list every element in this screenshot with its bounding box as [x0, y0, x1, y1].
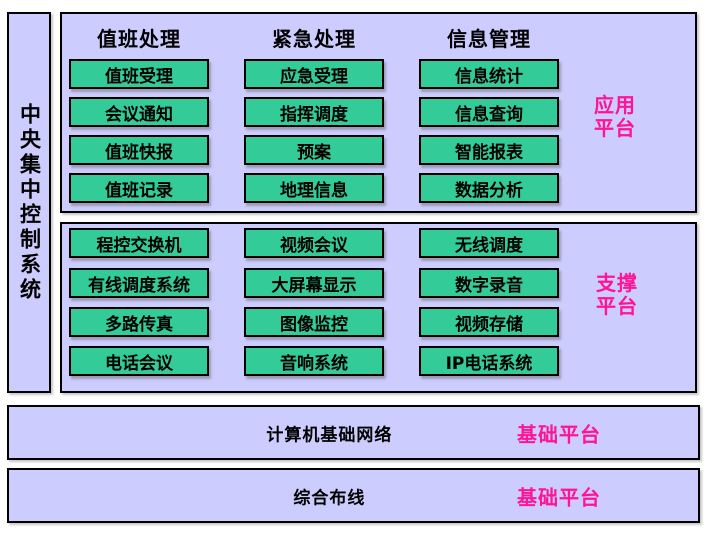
- node-plan: 预案: [244, 135, 384, 165]
- node-duty-record: 值班记录: [69, 173, 209, 203]
- base-platform-network-bar: 计算机基础网络 基础平台: [7, 405, 700, 460]
- node-wireless-dispatch: 无线调度: [419, 228, 559, 258]
- node-data-analysis: 数据分析: [419, 173, 559, 203]
- network-bar-tag: 基础平台: [517, 422, 601, 446]
- node-big-screen: 大屏幕显示: [244, 268, 384, 298]
- system-title: 中央集中控制系统: [17, 102, 42, 303]
- node-video-conference: 视频会议: [244, 228, 384, 258]
- system-title-bar: 中央集中控制系统: [7, 12, 51, 393]
- column-header-emergency: 紧急处理: [272, 27, 356, 51]
- application-platform-box: 值班处理 紧急处理 信息管理 值班受理 会议通知 值班快报 值班记录 应急受理 …: [60, 12, 697, 213]
- node-command-dispatch: 指挥调度: [244, 97, 384, 127]
- application-platform-tag-line1: 应用: [594, 93, 636, 117]
- node-audio-system: 音响系统: [244, 346, 384, 376]
- network-bar-label: 计算机基础网络: [266, 425, 393, 445]
- cabling-bar-tag: 基础平台: [517, 485, 601, 509]
- node-video-storage: 视频存储: [419, 307, 559, 337]
- support-platform-tag-line2: 平台: [596, 294, 638, 318]
- cabling-bar-label: 综合布线: [293, 488, 366, 508]
- node-multichannel-fax: 多路传真: [69, 307, 209, 337]
- application-platform-tag: 应用 平台: [594, 94, 636, 140]
- node-duty-bulletin: 值班快报: [69, 135, 209, 165]
- node-image-monitoring: 图像监控: [244, 307, 384, 337]
- column-header-information: 信息管理: [447, 27, 531, 51]
- support-platform-box: 程控交换机 有线调度系统 多路传真 电话会议 视频会议 大屏幕显示 图像监控 音…: [60, 222, 697, 393]
- node-emergency-acceptance: 应急受理: [244, 59, 384, 89]
- support-platform-tag: 支撑 平台: [596, 272, 638, 318]
- node-geographic-info: 地理信息: [244, 173, 384, 203]
- node-phone-conference: 电话会议: [69, 346, 209, 376]
- node-smart-report: 智能报表: [419, 135, 559, 165]
- node-info-query: 信息查询: [419, 97, 559, 127]
- node-wired-dispatch: 有线调度系统: [69, 268, 209, 298]
- node-info-statistics: 信息统计: [419, 59, 559, 89]
- column-header-duty: 值班处理: [97, 27, 181, 51]
- node-program-switch: 程控交换机: [69, 228, 209, 258]
- node-meeting-notice: 会议通知: [69, 97, 209, 127]
- support-platform-tag-line1: 支撑: [596, 271, 638, 295]
- node-duty-acceptance: 值班受理: [69, 59, 209, 89]
- node-digital-recording: 数字录音: [419, 268, 559, 298]
- application-platform-tag-line2: 平台: [594, 116, 636, 140]
- node-ip-phone-system: IP电话系统: [419, 346, 559, 376]
- base-platform-cabling-bar: 综合布线 基础平台: [7, 468, 700, 523]
